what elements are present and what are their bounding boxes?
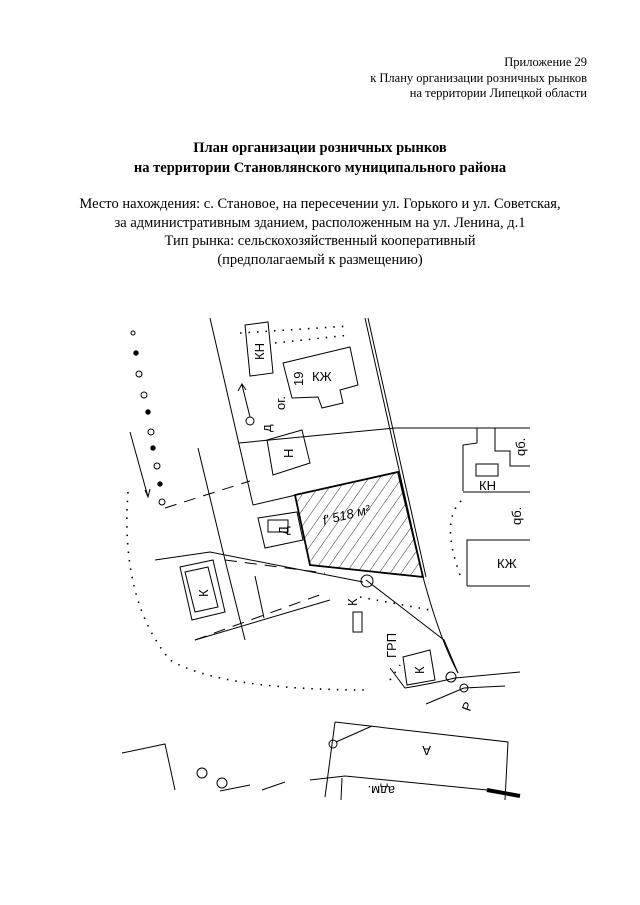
arrow xyxy=(129,431,151,499)
tree-markers xyxy=(130,330,166,506)
building-k-lower xyxy=(402,649,436,686)
arrow xyxy=(335,725,373,743)
label-19: 19 xyxy=(291,372,306,386)
appendix-number: Приложение 29 xyxy=(504,55,587,69)
appendix-header: Приложение 29 к Плану организации рознич… xyxy=(370,55,587,102)
label-kn-right: КН xyxy=(479,478,496,493)
dashed-line xyxy=(128,481,325,640)
building-k-left-inner xyxy=(184,566,219,613)
boundary-line xyxy=(238,427,530,506)
market-details: Место нахождения: с. Становое, на пересе… xyxy=(0,195,640,270)
building-kzh-19 xyxy=(282,346,359,409)
building-bottom-left xyxy=(121,743,176,791)
building-kn-right xyxy=(475,463,499,477)
label-kzh-right: КЖ xyxy=(497,556,517,571)
building-a xyxy=(324,721,509,801)
market-type: Тип рынка: сельскохозяйственный кооперат… xyxy=(164,233,476,250)
valve-marker xyxy=(196,767,208,779)
arrow xyxy=(237,383,251,418)
market-plot xyxy=(293,470,425,579)
title-line: на территории Становлянского муниципальн… xyxy=(133,160,507,176)
label-qb-top: qб. xyxy=(513,438,528,456)
dotted-boundary xyxy=(449,499,463,576)
location-line: Место нахождения: с. Становое, на пересе… xyxy=(79,196,561,212)
appendix-ref-line: к Плану организации розничных рынков xyxy=(370,70,587,85)
label-kn-top: КН xyxy=(252,343,267,360)
road-edge-left xyxy=(209,317,254,506)
label-r: Р xyxy=(459,700,476,713)
label-adm: адм. xyxy=(368,783,395,798)
building-d xyxy=(257,511,304,549)
market-status: (предполагаемый к размещению) xyxy=(217,252,423,269)
building-d-inner xyxy=(267,519,289,533)
building-adm xyxy=(219,775,488,801)
valve-marker xyxy=(216,777,228,789)
building-k-left xyxy=(179,559,226,621)
pole-marker xyxy=(328,739,338,749)
label-og: ог. xyxy=(273,396,288,410)
label-d-small: д xyxy=(259,424,274,432)
grp-line xyxy=(365,579,521,689)
small-structure xyxy=(352,611,363,633)
valve-marker xyxy=(445,671,457,683)
label-k-mid: К xyxy=(345,598,360,606)
label-n: Н xyxy=(281,449,296,458)
valve-marker xyxy=(360,574,374,588)
arrow xyxy=(425,685,506,705)
label-grp: ГРП xyxy=(384,633,399,658)
pole-marker xyxy=(245,416,255,426)
label-qb-mid: qб. xyxy=(509,507,524,525)
appendix-ref-line: на территории Липецкой области xyxy=(409,86,587,100)
label-k-lower: К xyxy=(412,666,427,674)
document-title: План организации розничных рынков на тер… xyxy=(0,138,640,178)
dotted-boundary xyxy=(126,325,431,691)
label-kzh-19: КЖ xyxy=(312,369,332,384)
label-d-box: Д xyxy=(276,526,291,535)
road-edge-double xyxy=(364,317,459,674)
location-line: за административным зданием, расположенн… xyxy=(114,214,526,231)
label-k-left: К xyxy=(196,589,211,597)
building-kn-top xyxy=(244,321,274,377)
label-a: А xyxy=(422,743,431,758)
title-line: План организации розничных рынков xyxy=(193,140,447,156)
building-n xyxy=(266,429,311,476)
building-right xyxy=(462,428,530,587)
adm-thick-wall xyxy=(486,788,521,798)
